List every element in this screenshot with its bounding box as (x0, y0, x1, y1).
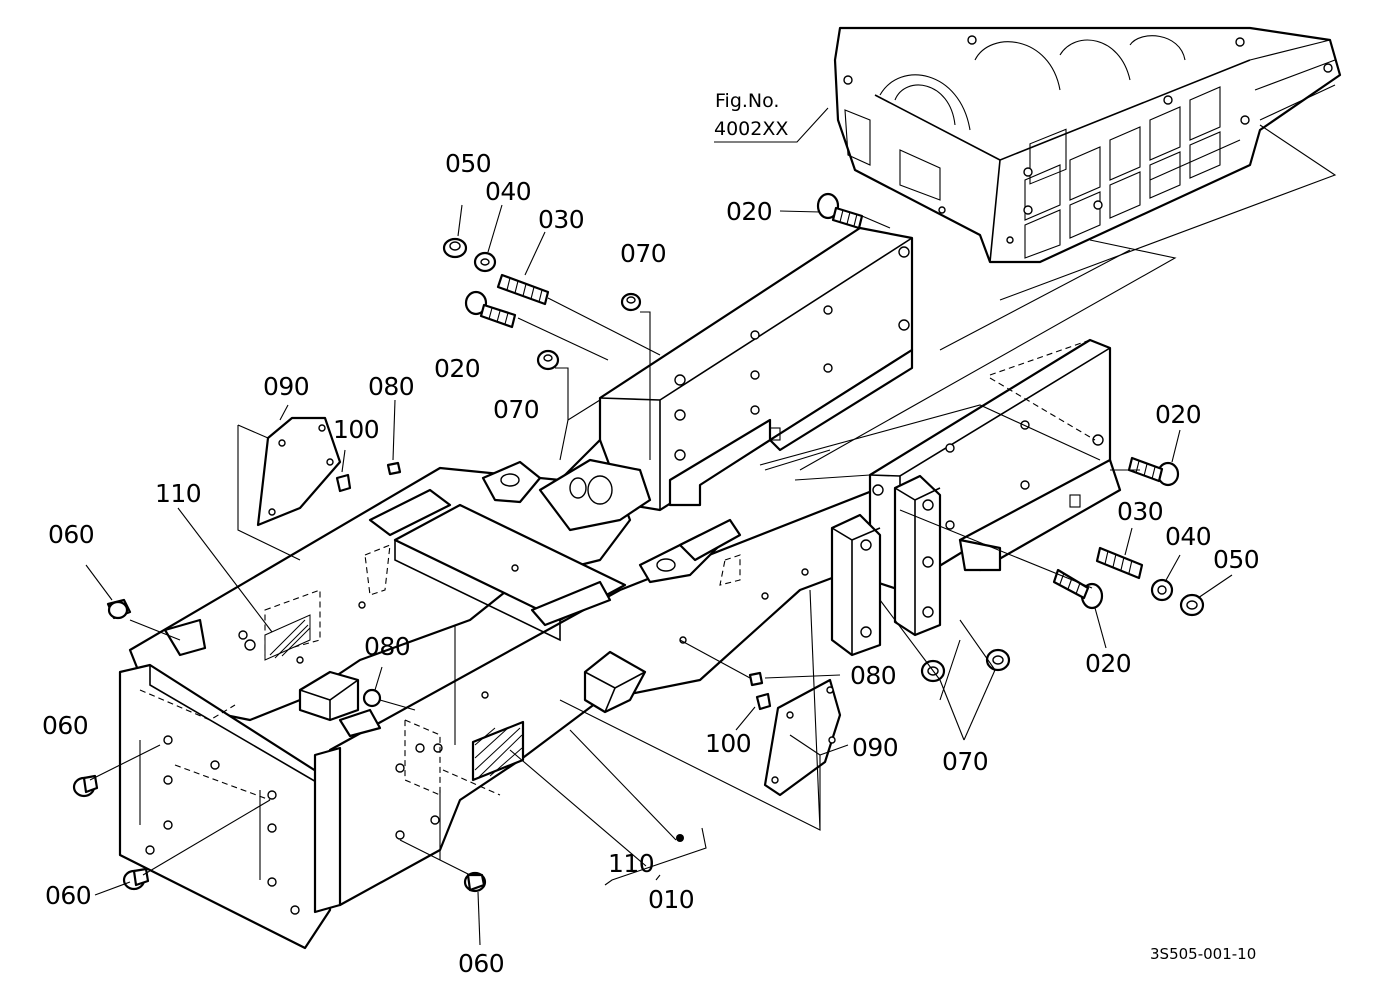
callout-100-right: 100 (705, 729, 751, 758)
callout-070-right: 070 (942, 747, 988, 776)
callout-020-right-upper: 020 (1155, 400, 1201, 429)
figure-reference-line1: Fig.No. (715, 90, 779, 112)
callout-040-top: 040 (485, 177, 531, 206)
figure-reference: Fig.No. 4002XX (714, 90, 788, 140)
callout-040-right: 040 (1165, 522, 1211, 551)
callout-080-top: 080 (368, 372, 414, 401)
fasteners (72, 192, 1205, 893)
callout-010-bottom: 010 (648, 885, 694, 914)
callout-030-right: 030 (1117, 497, 1163, 526)
part-callouts: 050 040 030 020 070 020 070 090 080 100 … (42, 149, 1260, 978)
callout-020-right-lower: 020 (1085, 649, 1131, 678)
callout-020-mid-left: 020 (434, 354, 480, 383)
callout-110-left: 110 (155, 479, 201, 508)
frame-rail-right (830, 338, 1122, 657)
callout-050-top: 050 (445, 149, 491, 178)
callout-060-lower: 060 (45, 881, 91, 910)
callout-060-upper: 060 (48, 520, 94, 549)
drawing-number: 3S505-001-10 (1150, 945, 1256, 963)
callout-080-right: 080 (850, 661, 896, 690)
frame-rail-upper (598, 226, 914, 512)
figure-reference-line2: 4002XX (714, 118, 788, 140)
callout-060-bottom: 060 (458, 949, 504, 978)
callout-060-mid: 060 (42, 711, 88, 740)
engine-block (833, 26, 1342, 264)
callout-050-right: 050 (1213, 545, 1259, 574)
leader-lines (85, 107, 1337, 946)
callout-020-top-bolt: 020 (726, 197, 772, 226)
callout-080-mid: 080 (364, 632, 410, 661)
callout-100-left: 100 (333, 415, 379, 444)
callout-070-top: 070 (620, 239, 666, 268)
callout-090-left: 090 (263, 372, 309, 401)
callout-090-right: 090 (852, 733, 898, 762)
callout-070-mid: 070 (493, 395, 539, 424)
front-frame-bracket (118, 438, 922, 950)
callout-030-top: 030 (538, 205, 584, 234)
callout-110-bottom: 110 (608, 849, 654, 878)
